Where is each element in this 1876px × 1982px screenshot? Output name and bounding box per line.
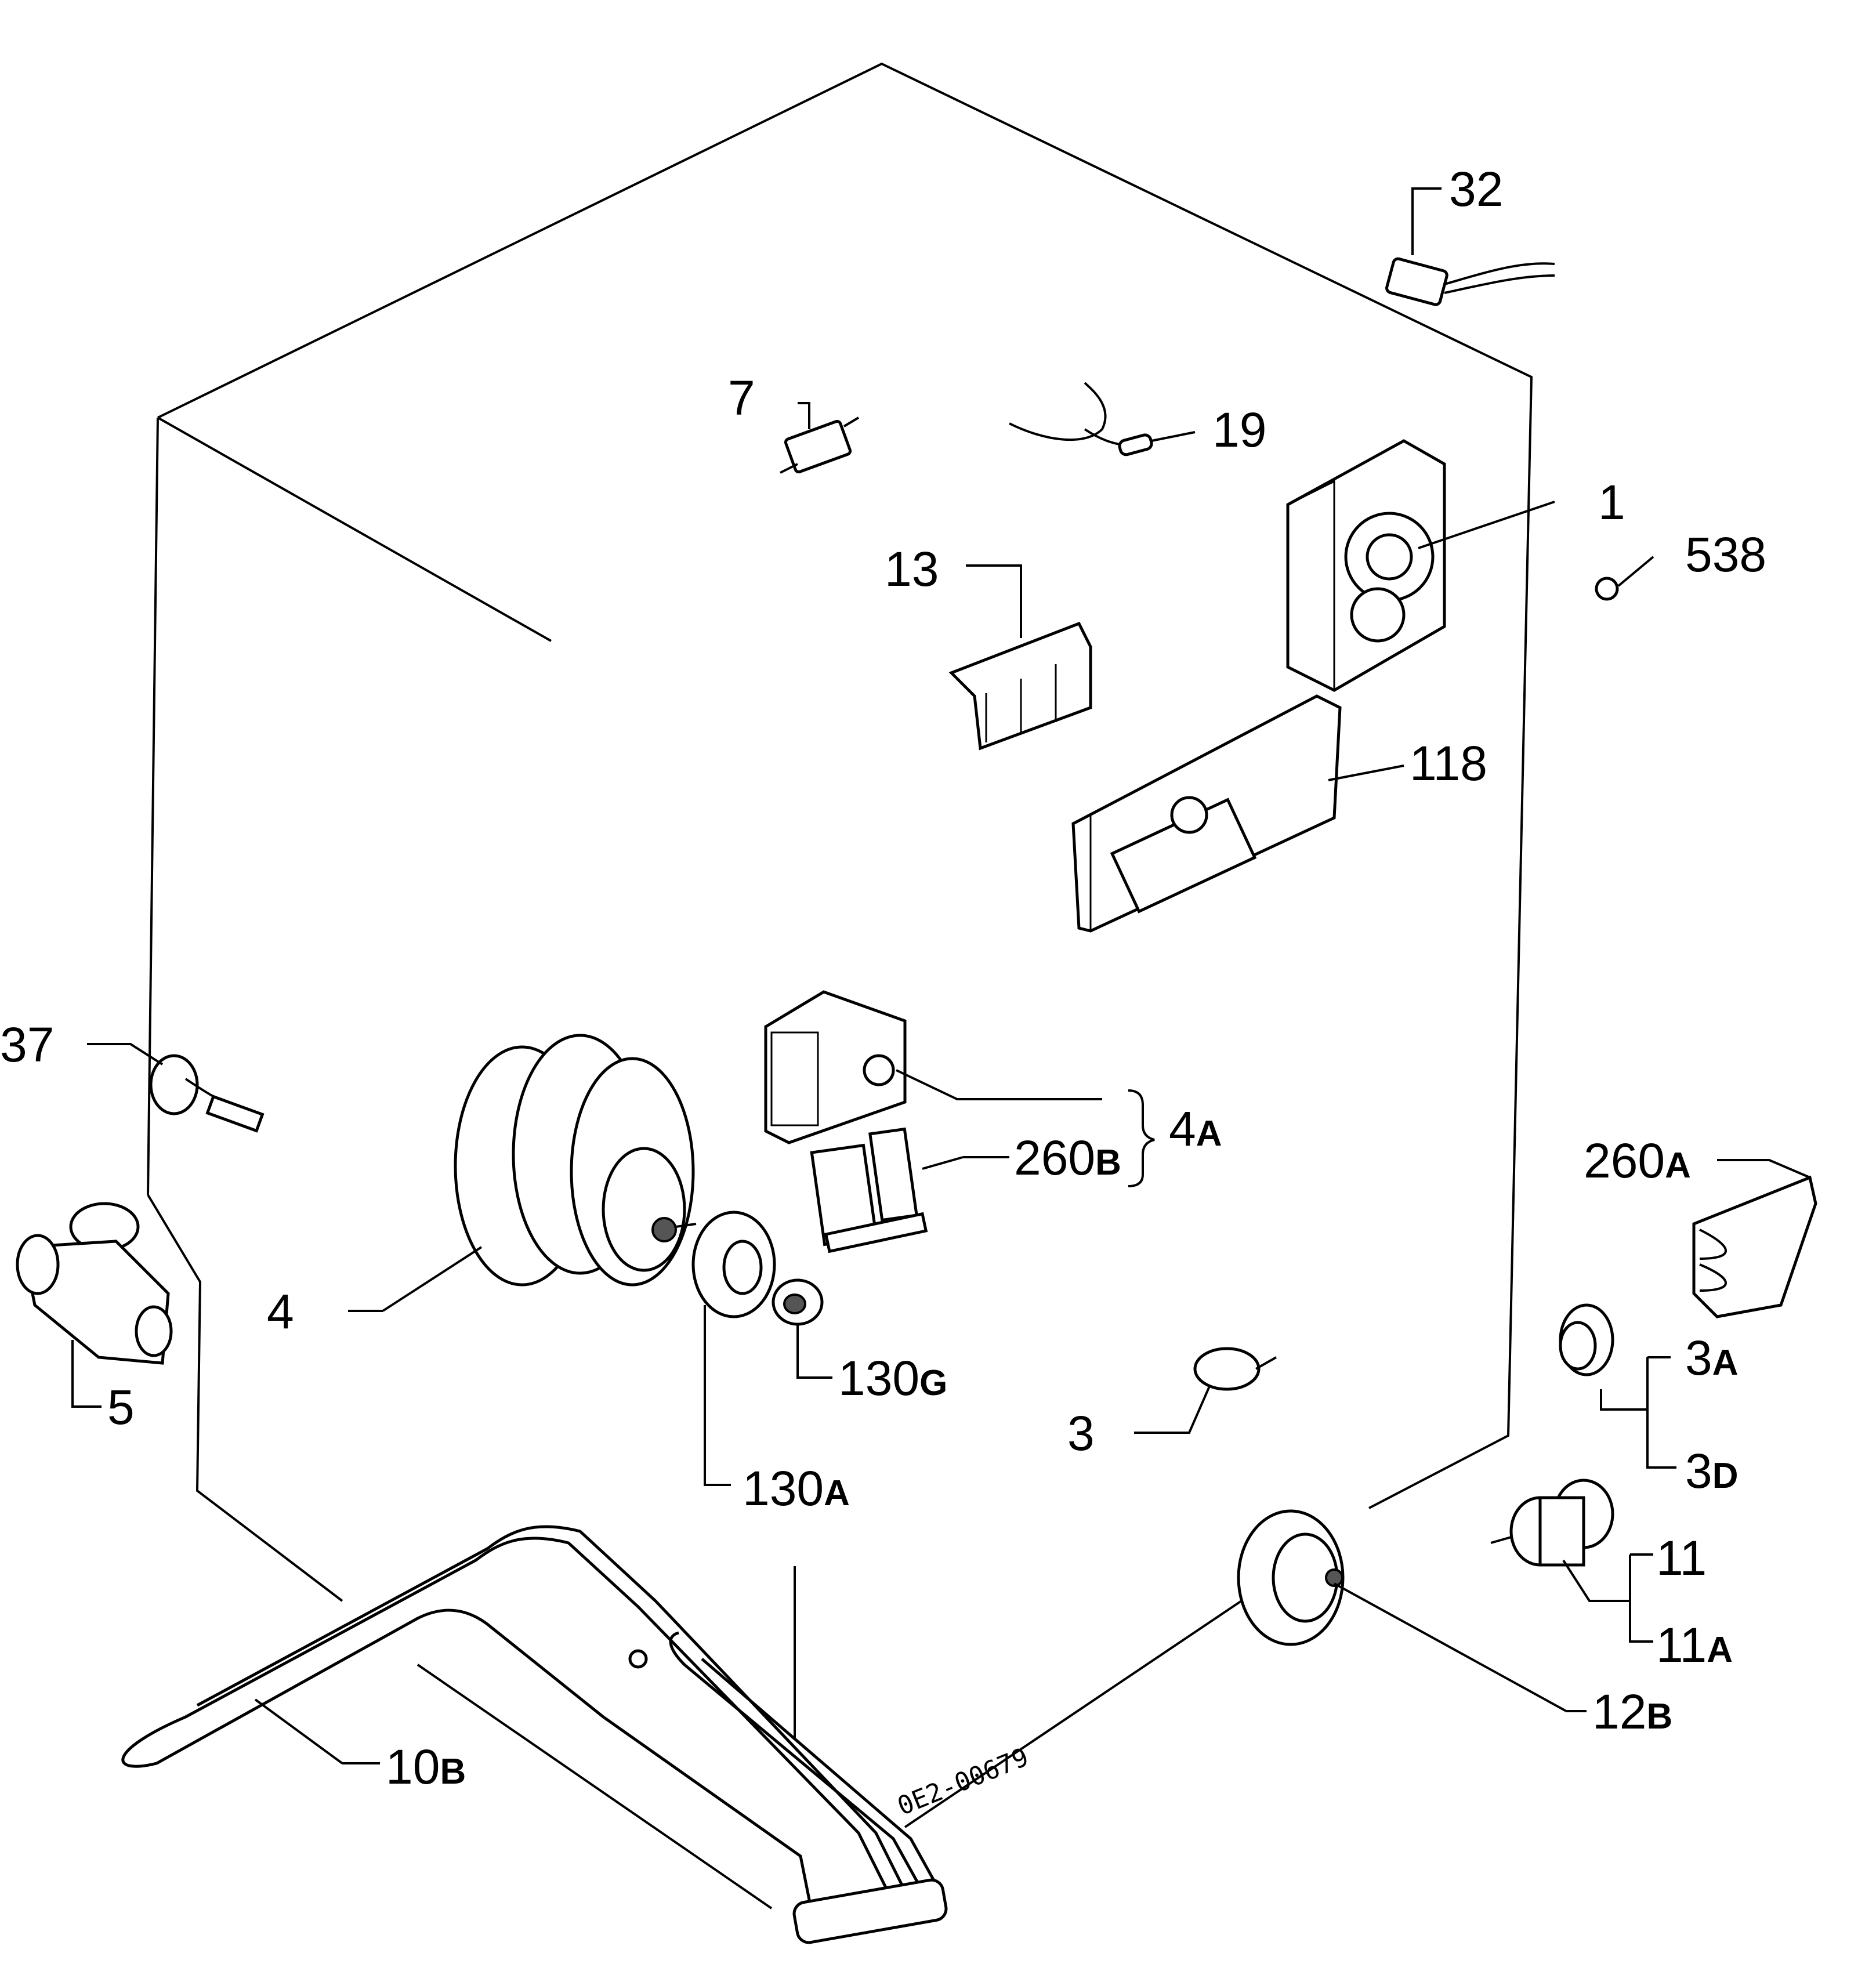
part-10B-heating-element: 10B <box>121 1525 948 1944</box>
callout-130A: 130A <box>743 1461 850 1516</box>
callout-3D: 3D <box>1685 1444 1739 1498</box>
part-130A-pulley: 130A <box>691 1211 850 1516</box>
callout-3A: 3A <box>1685 1331 1739 1385</box>
part-4A-pump-motor <box>764 990 1102 1144</box>
part-260B-brackets <box>810 1127 1009 1253</box>
part-32-switch: 32 <box>1385 162 1555 306</box>
callout-260A: 260A <box>1584 1133 1691 1188</box>
callout-10B: 10B <box>386 1740 466 1794</box>
drawing-reference-code: 0E2-00679 <box>893 1742 1033 1822</box>
part-4-motor: 4 <box>267 1034 697 1339</box>
part-118-control-module: 118 <box>1071 694 1487 933</box>
callout-538: 538 <box>1685 527 1766 582</box>
callout-3: 3 <box>1067 1406 1095 1461</box>
callout-12B: 12B <box>1592 1684 1672 1739</box>
callout-11A: 11A <box>1656 1618 1733 1672</box>
part-130G-bush: 130G <box>772 1278 947 1405</box>
callout-7: 7 <box>728 371 755 425</box>
callout-13: 13 <box>885 542 939 596</box>
part-3-thermostat: 3 <box>1067 1347 1277 1461</box>
callout-4: 4 <box>267 1284 294 1339</box>
part-538-nut: 538 <box>1595 527 1766 601</box>
callout-4A: 4A <box>1169 1101 1222 1156</box>
part-19-probe: 19 <box>1009 382 1266 457</box>
part-7-relay: 7 <box>728 371 860 474</box>
callout-32: 32 <box>1449 162 1503 216</box>
cabinet-outline <box>147 62 1533 1909</box>
callout-group-4A: 260B 4A <box>1014 1089 1222 1187</box>
callout-37: 37 <box>0 1017 54 1072</box>
part-5-water-valve: 5 <box>16 1202 173 1434</box>
part-12B-pressure-switch: 12B <box>1237 1509 1672 1739</box>
callout-118: 118 <box>1410 736 1487 791</box>
part-1-timer: 1 <box>1286 439 1625 692</box>
callout-130G: 130G <box>838 1351 947 1405</box>
part-37-fitting: 37 <box>0 1017 265 1133</box>
callout-5: 5 <box>107 1380 135 1434</box>
callout-260B: 260B <box>1014 1130 1121 1185</box>
part-11-capacitor: 11 11A <box>1490 1479 1733 1672</box>
callout-19: 19 <box>1212 403 1266 457</box>
callout-11: 11 <box>1656 1531 1707 1585</box>
callout-1: 1 <box>1598 475 1625 530</box>
part-13-terminal-block: 13 <box>885 542 1092 751</box>
part-3A-3D-thermostat: 3A 3D <box>1559 1303 1739 1498</box>
part-260A-bracket: 260A <box>1584 1133 1817 1318</box>
